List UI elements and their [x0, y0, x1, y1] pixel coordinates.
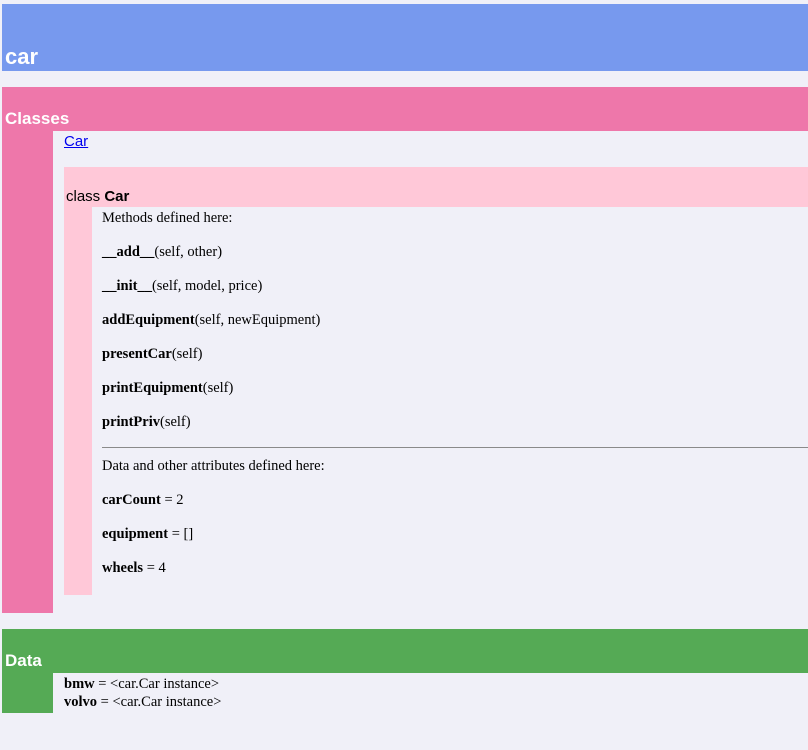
- attribute-value: = 4: [143, 560, 166, 576]
- method-args: (self): [171, 346, 203, 362]
- data-name: volvo: [64, 694, 98, 710]
- method-entry: presentCar(self): [102, 345, 202, 363]
- class-car-sidebar: [64, 167, 92, 595]
- attribute-entry: equipment = []: [102, 525, 193, 543]
- class-name: Car: [104, 188, 130, 205]
- data-value: = <car.Car instance>: [94, 676, 220, 692]
- method-entry: printPriv(self): [102, 413, 191, 431]
- data-name: bmw: [64, 676, 95, 692]
- module-title: car: [5, 44, 39, 69]
- classes-section-header: Classes: [2, 87, 808, 131]
- attribute-name: equipment: [102, 526, 169, 542]
- method-name: __init__: [102, 278, 152, 294]
- class-keyword: class: [66, 188, 105, 205]
- data-value: = <car.Car instance>: [97, 694, 222, 710]
- method-entry: __init__(self, model, price): [102, 277, 262, 295]
- method-name: __add__: [102, 244, 155, 260]
- section-divider: [102, 447, 808, 448]
- methods-heading: Methods defined here:: [102, 210, 233, 226]
- method-name: addEquipment: [102, 312, 195, 328]
- class-car-title: class Car: [66, 189, 129, 204]
- attribute-value: = 2: [160, 492, 184, 508]
- method-entry: __add__(self, other): [102, 243, 222, 261]
- data-section-header: Data: [2, 629, 808, 673]
- method-args: (self, newEquipment): [194, 312, 321, 328]
- attribute-name: carCount: [102, 492, 161, 508]
- attributes-heading: Data and other attributes defined here:: [102, 458, 325, 474]
- attribute-entry: carCount = 2: [102, 491, 184, 509]
- method-args: (self, model, price): [151, 278, 263, 294]
- data-entry: bmw = <car.Car instance>: [64, 675, 219, 693]
- attribute-value: = []: [168, 526, 194, 542]
- attribute-name: wheels: [102, 560, 144, 576]
- method-name: presentCar: [102, 346, 172, 362]
- method-name: printPriv: [102, 414, 160, 430]
- class-car-header: class Car: [64, 167, 808, 207]
- method-entry: printEquipment(self): [102, 379, 233, 397]
- method-args: (self, other): [154, 244, 223, 260]
- method-entry: addEquipment(self, newEquipment): [102, 311, 320, 329]
- data-section-title: Data: [5, 651, 42, 670]
- method-args: (self): [202, 380, 234, 396]
- attribute-entry: wheels = 4: [102, 559, 166, 577]
- data-entry: volvo = <car.Car instance>: [64, 693, 221, 711]
- classes-section-sidebar: [2, 87, 53, 613]
- classes-section-title: Classes: [5, 109, 70, 128]
- method-args: (self): [160, 414, 191, 430]
- method-name: printEquipment: [102, 380, 203, 396]
- module-heading-bar: car: [2, 4, 808, 71]
- class-link-car[interactable]: Car: [64, 133, 89, 150]
